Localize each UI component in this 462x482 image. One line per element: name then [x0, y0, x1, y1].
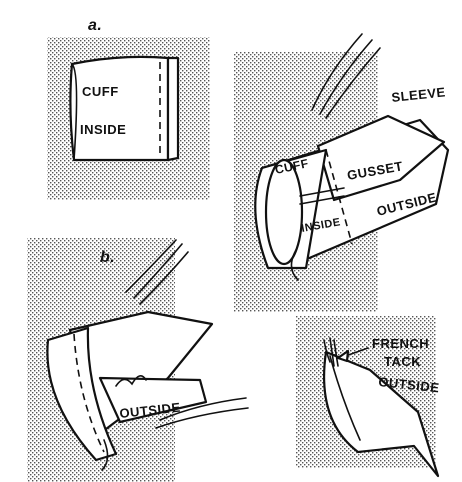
tack-label: TACK — [384, 354, 421, 369]
inside-label-a: INSIDE — [80, 122, 126, 137]
cuff-label-a: CUFF — [82, 84, 119, 99]
french-label: FRENCH — [372, 336, 429, 351]
cuff-band — [70, 57, 168, 160]
sleeve-label: SLEEVE — [391, 84, 447, 105]
panel-sleeve-gusset: SLEEVE CUFF GUSSET INSIDE OUTSIDE — [234, 34, 448, 312]
panel-a: a. CUFF INSIDE — [47, 17, 210, 200]
panel-french-tack: FRENCH TACK OUTSIDE — [296, 316, 440, 476]
panel-b: b. OUTSIDE — [27, 238, 248, 482]
cuff-fold-edge — [168, 58, 178, 160]
cuff-opening — [266, 160, 302, 264]
step-b-label: b. — [100, 249, 115, 266]
step-a-label: a. — [88, 17, 102, 34]
